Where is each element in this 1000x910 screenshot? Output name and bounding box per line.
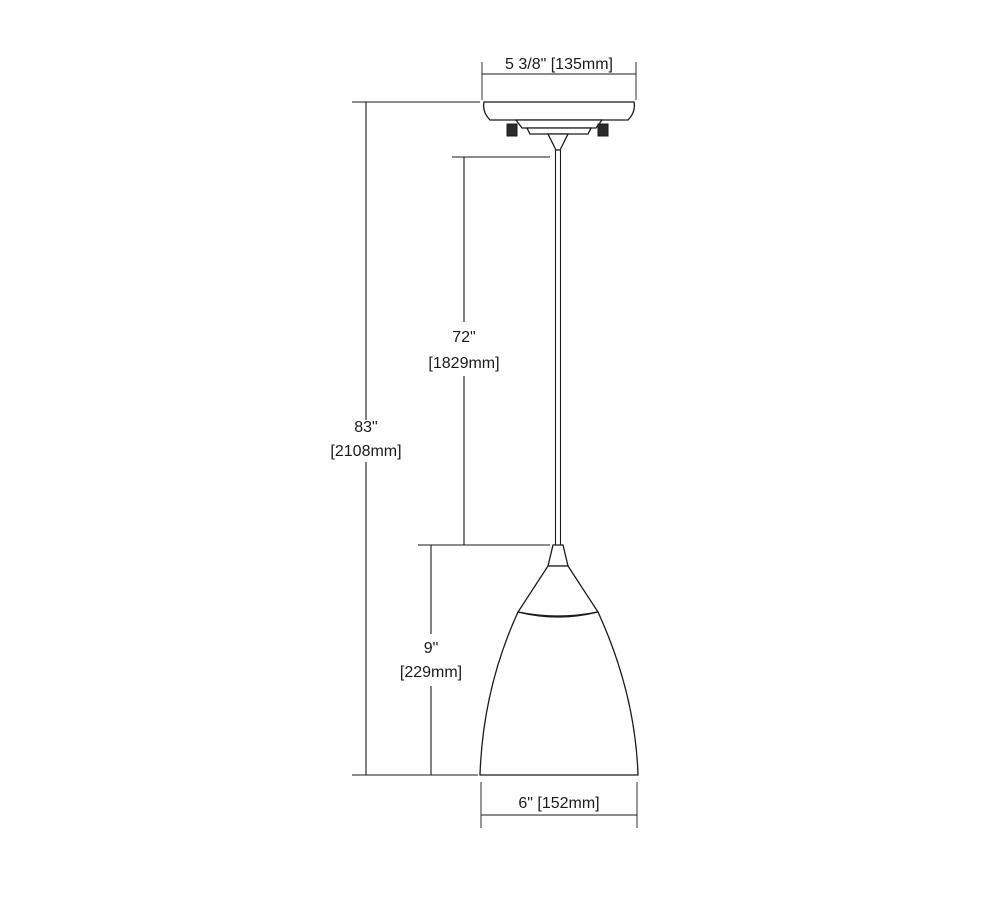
canopy-collar (525, 127, 593, 135)
overall-height-metric: [2108mm] (330, 443, 401, 460)
canopy-mount-bar (514, 119, 604, 129)
canopy-width-label: 5 3/8" [135mm] (505, 56, 613, 73)
cord-length-metric: [1829mm] (428, 355, 499, 372)
cord (554, 150, 562, 545)
canopy-plate (482, 101, 636, 121)
shade-width-label: 6" [152mm] (518, 795, 599, 812)
shade-height-imperial: 9" (424, 640, 439, 657)
shade-width-dimension: 6" [152mm] (480, 782, 638, 828)
shade-height-dimension: 9" [229mm] (400, 544, 462, 775)
shade-socket-cap (547, 544, 569, 567)
shade (479, 544, 639, 776)
canopy-screw-right (597, 123, 609, 137)
canopy-cord-grip (546, 133, 570, 151)
canopy-screw-left (506, 123, 518, 137)
overall-height-imperial: 83" (354, 419, 377, 436)
overall-height-dimension: 83" [2108mm] (330, 101, 480, 776)
shade-height-metric: [229mm] (400, 664, 462, 681)
cord-length-dimension: 72" [1829mm] (428, 156, 550, 546)
canopy (482, 101, 636, 151)
canopy-width-dimension: 5 3/8" [135mm] (481, 56, 637, 100)
cord-length-imperial: 72" (452, 329, 475, 346)
shade-cone-top (516, 565, 600, 617)
shade-glass (479, 611, 639, 776)
